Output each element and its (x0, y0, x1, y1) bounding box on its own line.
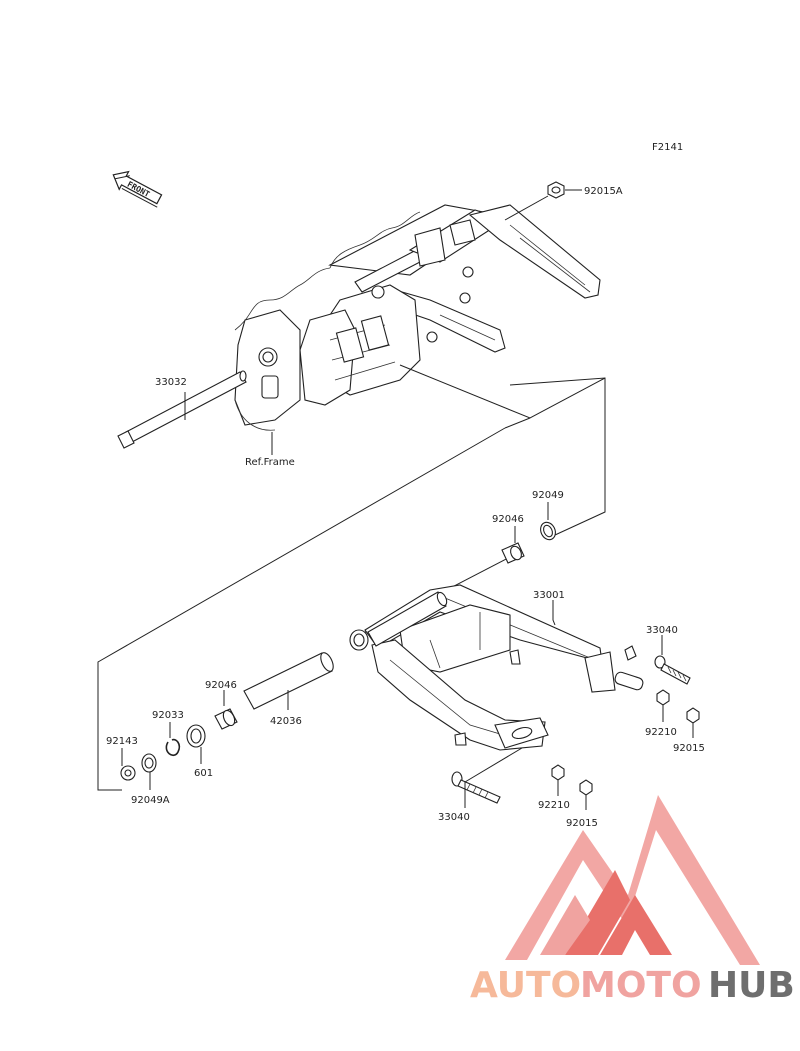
ref-frame-label: Ref.Frame (245, 457, 295, 468)
nut-92015-bottom (579, 779, 593, 810)
figure-code: F2141 (652, 142, 683, 153)
label-92210-bottom: 92210 (538, 800, 570, 811)
adjuster-bolt-33040-bottom (451, 747, 523, 808)
label-33032: 33032 (155, 377, 187, 388)
label-92033: 92033 (152, 710, 184, 721)
collar-92143 (120, 748, 136, 781)
label-92049-top: 92049 (532, 490, 564, 501)
label-33001: 33001 (533, 590, 565, 601)
label-92210-right: 92210 (645, 727, 677, 738)
logo-moto: MOTO (580, 965, 702, 1006)
nut-92015A (504, 181, 582, 221)
label-92015-bottom: 92015 (566, 818, 598, 829)
nut-92015-right (686, 707, 700, 738)
bearing-92046-left (214, 690, 238, 730)
nut-92210-bottom (551, 764, 565, 796)
bearing-601 (186, 724, 206, 764)
seal-92049-top (540, 502, 556, 541)
assembly-bracket-left (97, 427, 506, 791)
assembly-bracket-top (509, 377, 606, 536)
label-33040-bottom: 33040 (438, 812, 470, 823)
logo-auto: AUTO (470, 965, 581, 1006)
ref-frame-drawing (234, 204, 601, 431)
automotohub-logo: AUTO MOTO HUB (470, 795, 795, 1006)
label-92046-left: 92046 (205, 680, 237, 691)
label-92015A: 92015A (584, 186, 623, 197)
nut-92210-right (656, 689, 670, 722)
swingarm-33001 (349, 584, 644, 751)
assembly-bracket-upper (399, 364, 606, 419)
front-arrow-icon: FRONT (112, 170, 163, 208)
pivot-shaft-33032 (117, 370, 247, 449)
label-92046-top: 92046 (492, 514, 524, 525)
logo-hub: HUB (708, 965, 795, 1006)
label-92049A: 92049A (131, 795, 170, 806)
bearing-92046-top (501, 526, 525, 564)
sleeve-42036 (243, 652, 334, 710)
circlip-92033 (165, 722, 181, 757)
seal-92049A (141, 753, 157, 790)
label-42036: 42036 (270, 716, 302, 727)
label-601: 601 (194, 768, 213, 779)
label-33040-right: 33040 (646, 625, 678, 636)
assembly-bracket-join (504, 417, 531, 429)
label-92015-right: 92015 (673, 743, 705, 754)
adjuster-bolt-33040-right (654, 635, 691, 685)
label-92143: 92143 (106, 736, 138, 747)
